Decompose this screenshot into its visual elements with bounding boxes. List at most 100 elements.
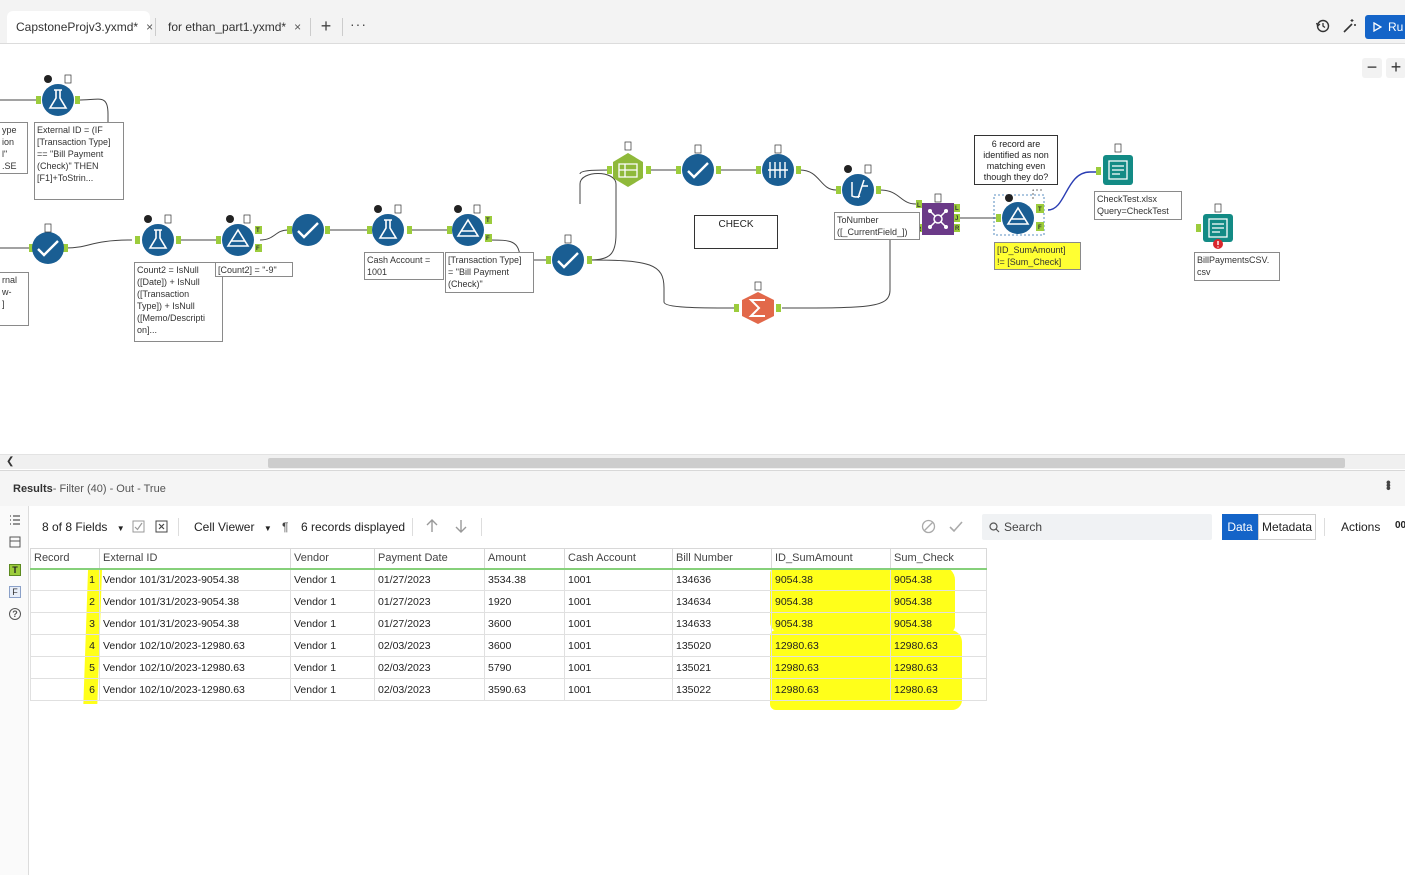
deselect-icon[interactable] (155, 520, 168, 533)
column-header-cash-account[interactable]: Cash Account (564, 548, 673, 569)
column-header-bill-number[interactable]: Bill Number (672, 548, 772, 569)
cell-sum-check: 9054.38 (890, 567, 987, 591)
cell-id-sumamount: 12980.63 (771, 656, 891, 679)
cell-sum-check: 9054.38 (890, 612, 987, 635)
more-tabs-button[interactable]: ··· (350, 16, 367, 32)
cell-viewer-dropdown[interactable]: Cell Viewer ▼ (194, 520, 272, 534)
anchor-l-label: L (955, 206, 959, 212)
cell-record: 1 (30, 567, 100, 591)
search-input[interactable]: Search (982, 514, 1212, 540)
cell-amount: 3600 (484, 634, 565, 657)
anchor-l-label: L (917, 203, 921, 209)
cell-record: 3 (30, 612, 100, 635)
table-row[interactable]: 5 Vendor 102/10/2023-12980.63 Vendor 1 0… (30, 656, 987, 679)
column-header-amount[interactable]: Amount (484, 548, 565, 569)
arrow-down-icon[interactable] (453, 518, 469, 534)
cell-payment-date: 01/27/2023 (374, 590, 485, 613)
tab-metadata[interactable]: Metadata (1258, 514, 1316, 540)
cell-id-sumamount: 9054.38 (771, 590, 891, 613)
chevron-down-icon: ▼ (263, 524, 272, 533)
pilcrow-icon[interactable]: ¶ (282, 520, 289, 534)
join-tool (916, 193, 960, 235)
toolbar-divider (481, 518, 482, 536)
cell-viewer-label: Cell Viewer (194, 520, 255, 534)
run-button[interactable]: Ru (1365, 15, 1405, 39)
cell-sum-check: 12980.63 (890, 656, 987, 679)
cell-record: 4 (30, 634, 100, 657)
column-header-external-id[interactable]: External ID (99, 548, 291, 569)
tab-data[interactable]: Data (1222, 514, 1258, 540)
toolbar-divider (1324, 518, 1325, 536)
tab-divider (310, 18, 311, 36)
help-icon[interactable]: ? (9, 608, 21, 620)
cell-external-id: Vendor 102/10/2023-12980.63 (99, 634, 291, 657)
results-title: Results (13, 482, 53, 495)
cell-cash-account: 1001 (564, 634, 673, 657)
canvas-horizontal-scrollbar[interactable]: ❮ (0, 454, 1405, 469)
column-header-record[interactable]: Record (30, 548, 100, 569)
column-header-sum-check[interactable]: Sum_Check (890, 548, 987, 569)
table-view-icon[interactable] (9, 536, 21, 548)
results-more-menu-button[interactable]: ••• (1381, 480, 1397, 489)
crosstab-tool (607, 141, 651, 187)
checkbox-icon[interactable] (132, 520, 145, 533)
cell-external-id: Vendor 101/31/2023-9054.38 (99, 590, 291, 613)
comment-6-record-non-matching[interactable]: 6 record are identified as non matching … (974, 135, 1058, 185)
column-header-vendor[interactable]: Vendor (290, 548, 375, 569)
table-row[interactable]: 3 Vendor 101/31/2023-9054.38 Vendor 1 01… (30, 612, 987, 635)
fields-dropdown[interactable]: 8 of 8 Fields ▼ (42, 520, 125, 534)
scroll-left-arrow-icon[interactable]: ❮ (6, 456, 15, 467)
document-tab-bar: CapstoneProjv3.yxmd* × for ethan_part1.y… (0, 0, 1405, 44)
true-anchor-icon[interactable]: T (9, 564, 21, 576)
play-icon (1373, 22, 1382, 32)
cell-bill-number: 134633 (672, 612, 772, 635)
cell-payment-date: 01/27/2023 (374, 612, 485, 635)
summarize-tool (734, 281, 781, 324)
magic-wand-icon[interactable] (1341, 18, 1357, 34)
tab-capstoneprojv3[interactable]: CapstoneProjv3.yxmd* × (7, 11, 154, 43)
workflow-canvas[interactable]: T F T F L R L J R T F ype ion l" .SE rna… (0, 44, 1405, 454)
table-row[interactable]: 6 Vendor 102/10/2023-12980.63 Vendor 1 0… (30, 678, 987, 701)
false-anchor-icon[interactable]: F (9, 586, 21, 598)
list-view-icon[interactable] (9, 514, 21, 526)
close-icon[interactable]: × (146, 20, 154, 34)
cell-bill-number: 134634 (672, 590, 772, 613)
cell-record: 5 (30, 656, 100, 679)
actions-button[interactable]: Actions (1341, 520, 1381, 534)
close-icon[interactable]: × (294, 20, 302, 34)
cell-vendor: Vendor 1 (290, 634, 375, 657)
tab-for-ethan-part1[interactable]: for ethan_part1.yxmd* × (160, 12, 310, 42)
select-tool-2 (287, 214, 330, 246)
zoom-out-button[interactable]: − (1362, 58, 1382, 78)
cell-id-sumamount: 12980.63 (771, 678, 891, 701)
table-row[interactable]: 1 Vendor 101/31/2023-9054.38 Vendor 1 01… (30, 567, 987, 591)
history-icon[interactable] (1315, 18, 1331, 34)
results-panel-header: Results - Filter (40) - Out - True ••• (0, 470, 1405, 506)
apply-check-icon[interactable] (948, 519, 964, 534)
cancel-icon[interactable] (921, 519, 936, 534)
anchor-t-label: T (486, 218, 490, 224)
arrow-up-icon[interactable] (424, 518, 440, 534)
anchor-t-label: T (256, 228, 260, 234)
cell-record: 2 (30, 590, 100, 613)
annotation-cutoff-1: ype ion l" .SE (0, 122, 28, 174)
zoom-in-button[interactable]: + (1386, 58, 1405, 78)
column-header-payment-date[interactable]: Payment Date (374, 548, 485, 569)
filter-tool-3-selected (993, 194, 1045, 236)
grid-header-row: Record External ID Vendor Payment Date A… (30, 548, 987, 569)
table-row[interactable]: 4 Vendor 102/10/2023-12980.63 Vendor 1 0… (30, 634, 987, 657)
comment-check[interactable]: CHECK (694, 215, 778, 249)
cell-amount: 3600 (484, 612, 565, 635)
results-data-grid: Record External ID Vendor Payment Date A… (30, 548, 987, 701)
scrollbar-thumb[interactable] (268, 458, 1345, 468)
column-header-id-sumamount[interactable]: ID_SumAmount (771, 548, 891, 569)
output-tool-billpayments (1196, 203, 1233, 249)
cell-payment-date: 02/03/2023 (374, 634, 485, 657)
table-row[interactable]: 2 Vendor 101/31/2023-9054.38 Vendor 1 01… (30, 590, 987, 613)
annotation-checktest-output: CheckTest.xlsx Query=CheckTest (1094, 191, 1182, 220)
select-tool-4 (676, 144, 721, 186)
toolbar-divider (178, 518, 179, 536)
new-tab-button[interactable]: + (320, 16, 332, 36)
results-grid-toolbar: 8 of 8 Fields ▼ Cell Viewer ▼ ¶ 6 record… (29, 506, 1405, 548)
